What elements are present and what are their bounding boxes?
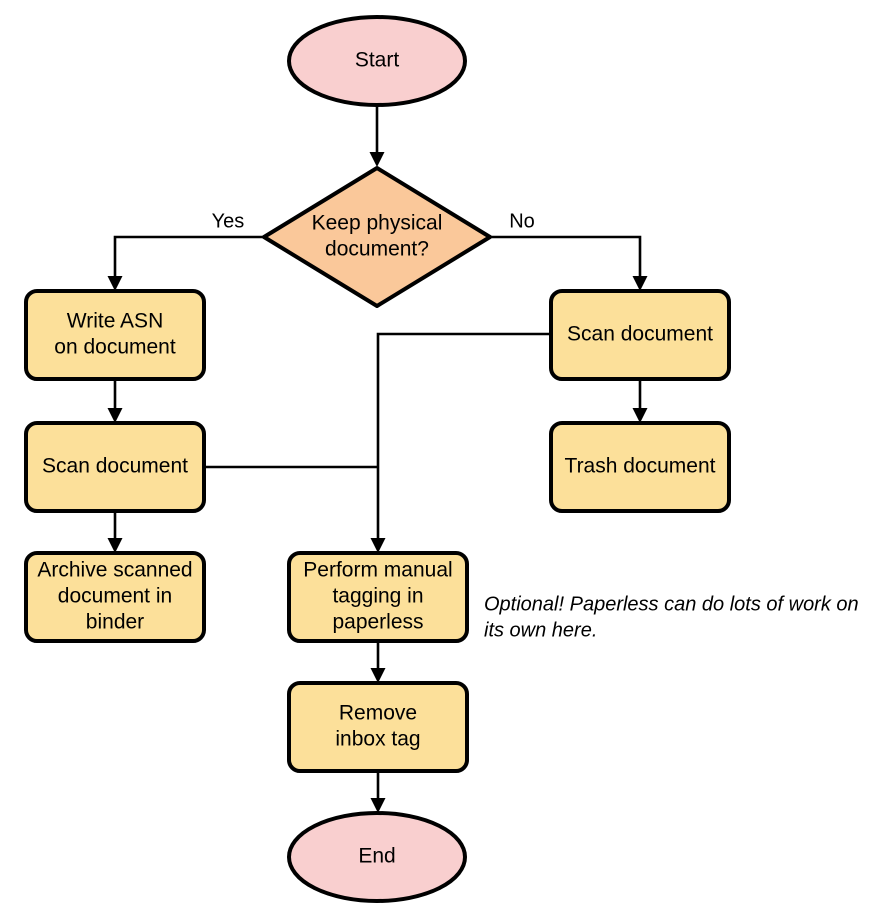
decision-shape[interactable] (262, 166, 492, 308)
edge-arrowhead (370, 798, 386, 813)
node-start[interactable]: Start (287, 15, 467, 107)
node-manual-tagging[interactable]: Perform manual tagging in paperless (287, 551, 469, 643)
node-scan-right[interactable]: Scan document (549, 289, 731, 381)
node-scan-left[interactable]: Scan document (24, 421, 206, 513)
edge-arrowhead (632, 408, 648, 423)
process-shape[interactable] (24, 289, 206, 381)
terminator-shape[interactable] (287, 15, 467, 107)
node-label: on document (54, 336, 176, 359)
edge-remove-tag-to-end (370, 771, 386, 813)
node-label: Archive scanned (37, 559, 192, 582)
process-shape[interactable] (24, 421, 206, 513)
node-label: Start (355, 49, 400, 72)
node-label: binder (86, 611, 144, 634)
annotation-line: Optional! Paperless can do lots of work … (484, 593, 859, 615)
process-shape[interactable] (24, 551, 206, 643)
process-shape[interactable] (549, 289, 731, 381)
node-label: inbox tag (335, 728, 420, 751)
node-write-asn[interactable]: Write ASN on document (24, 289, 206, 381)
edge-label-decision-no: No (509, 210, 535, 232)
edge-arrowhead (107, 276, 123, 291)
node-label: Scan document (42, 455, 188, 478)
node-archive-binder[interactable]: Archive scanned document in binder (24, 551, 206, 643)
terminator-shape[interactable] (287, 811, 467, 903)
edge-decision-yes: Yes (107, 210, 264, 291)
node-keep-physical[interactable]: Keep physical document? (262, 166, 492, 308)
edge-arrowhead (107, 538, 123, 553)
annotations-layer: Optional! Paperless can do lots of work … (484, 593, 859, 641)
edge-arrowhead (632, 276, 648, 291)
node-label: document? (325, 238, 429, 261)
edge-line (113, 235, 264, 278)
node-label: document in (58, 585, 172, 608)
edge-arrowhead (370, 538, 386, 553)
process-shape[interactable] (287, 551, 469, 643)
edge-line (376, 332, 551, 540)
node-trash[interactable]: Trash document (549, 421, 731, 513)
node-label: Perform manual (303, 559, 452, 582)
node-label: Trash document (565, 455, 716, 478)
node-label: Keep physical (312, 212, 443, 235)
annotation-line: its own here. (484, 619, 597, 641)
edge-write-asn-to-scan-left (107, 379, 123, 423)
edge-decision-no: No (490, 210, 648, 291)
edge-scan-left-to-archive (107, 511, 123, 553)
edge-start-to-decision (369, 105, 385, 167)
edge-tagging-to-remove-tag (370, 641, 386, 683)
edge-scan-right-to-trash (632, 379, 648, 423)
process-shape[interactable] (287, 681, 469, 773)
annotation-optional-note: Optional! Paperless can do lots of work … (484, 593, 859, 641)
node-label: Write ASN (67, 310, 163, 333)
node-label: paperless (332, 611, 423, 634)
node-label: Remove (339, 702, 417, 725)
node-label: tagging in (332, 585, 423, 608)
edge-label-decision-yes: Yes (212, 210, 245, 232)
edge-arrowhead (107, 408, 123, 423)
edge-scan-right-to-tagging (370, 332, 551, 553)
edge-arrowhead (370, 668, 386, 683)
edges-layer: Yes No (107, 105, 648, 813)
edge-line (490, 235, 642, 278)
node-label: End (358, 845, 395, 868)
edge-arrowhead (369, 152, 385, 167)
node-end[interactable]: End (287, 811, 467, 903)
node-remove-inbox-tag[interactable]: Remove inbox tag (287, 681, 469, 773)
node-label: Scan document (567, 323, 713, 346)
process-shape[interactable] (549, 421, 731, 513)
